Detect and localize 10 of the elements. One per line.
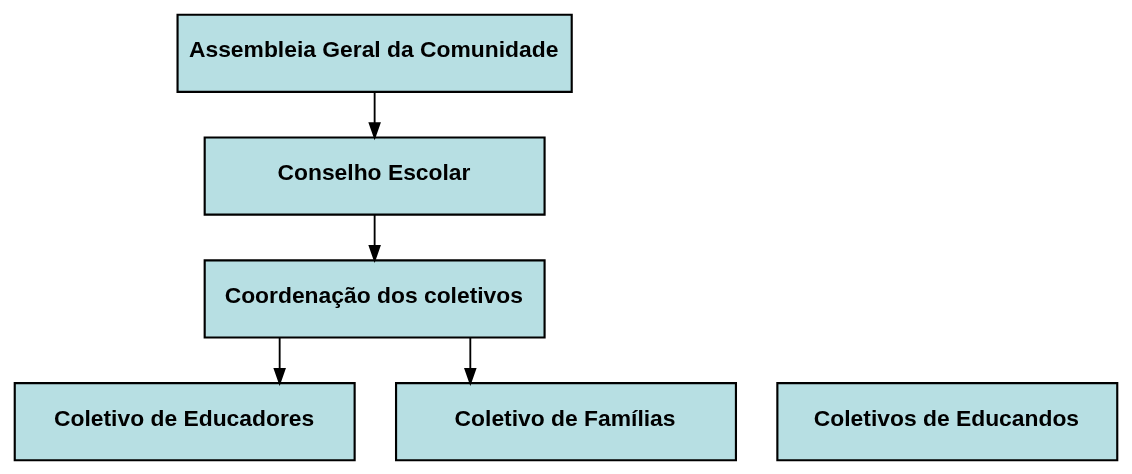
arrow: [273, 336, 286, 386]
node-box: Coletivo de Educadores: [13, 381, 356, 461]
node-box: Conselho Escolar: [203, 135, 546, 216]
node-box: Assembleia Geral da Comunidade: [176, 13, 573, 93]
node-box: Coletivo de Famílias: [395, 381, 738, 461]
arrow: [368, 90, 381, 140]
arrow: [368, 213, 381, 263]
node-box: Coordenação dos coletivos: [203, 258, 546, 339]
arrow: [464, 336, 477, 386]
node-box: Coletivos de Educandos: [776, 381, 1119, 461]
